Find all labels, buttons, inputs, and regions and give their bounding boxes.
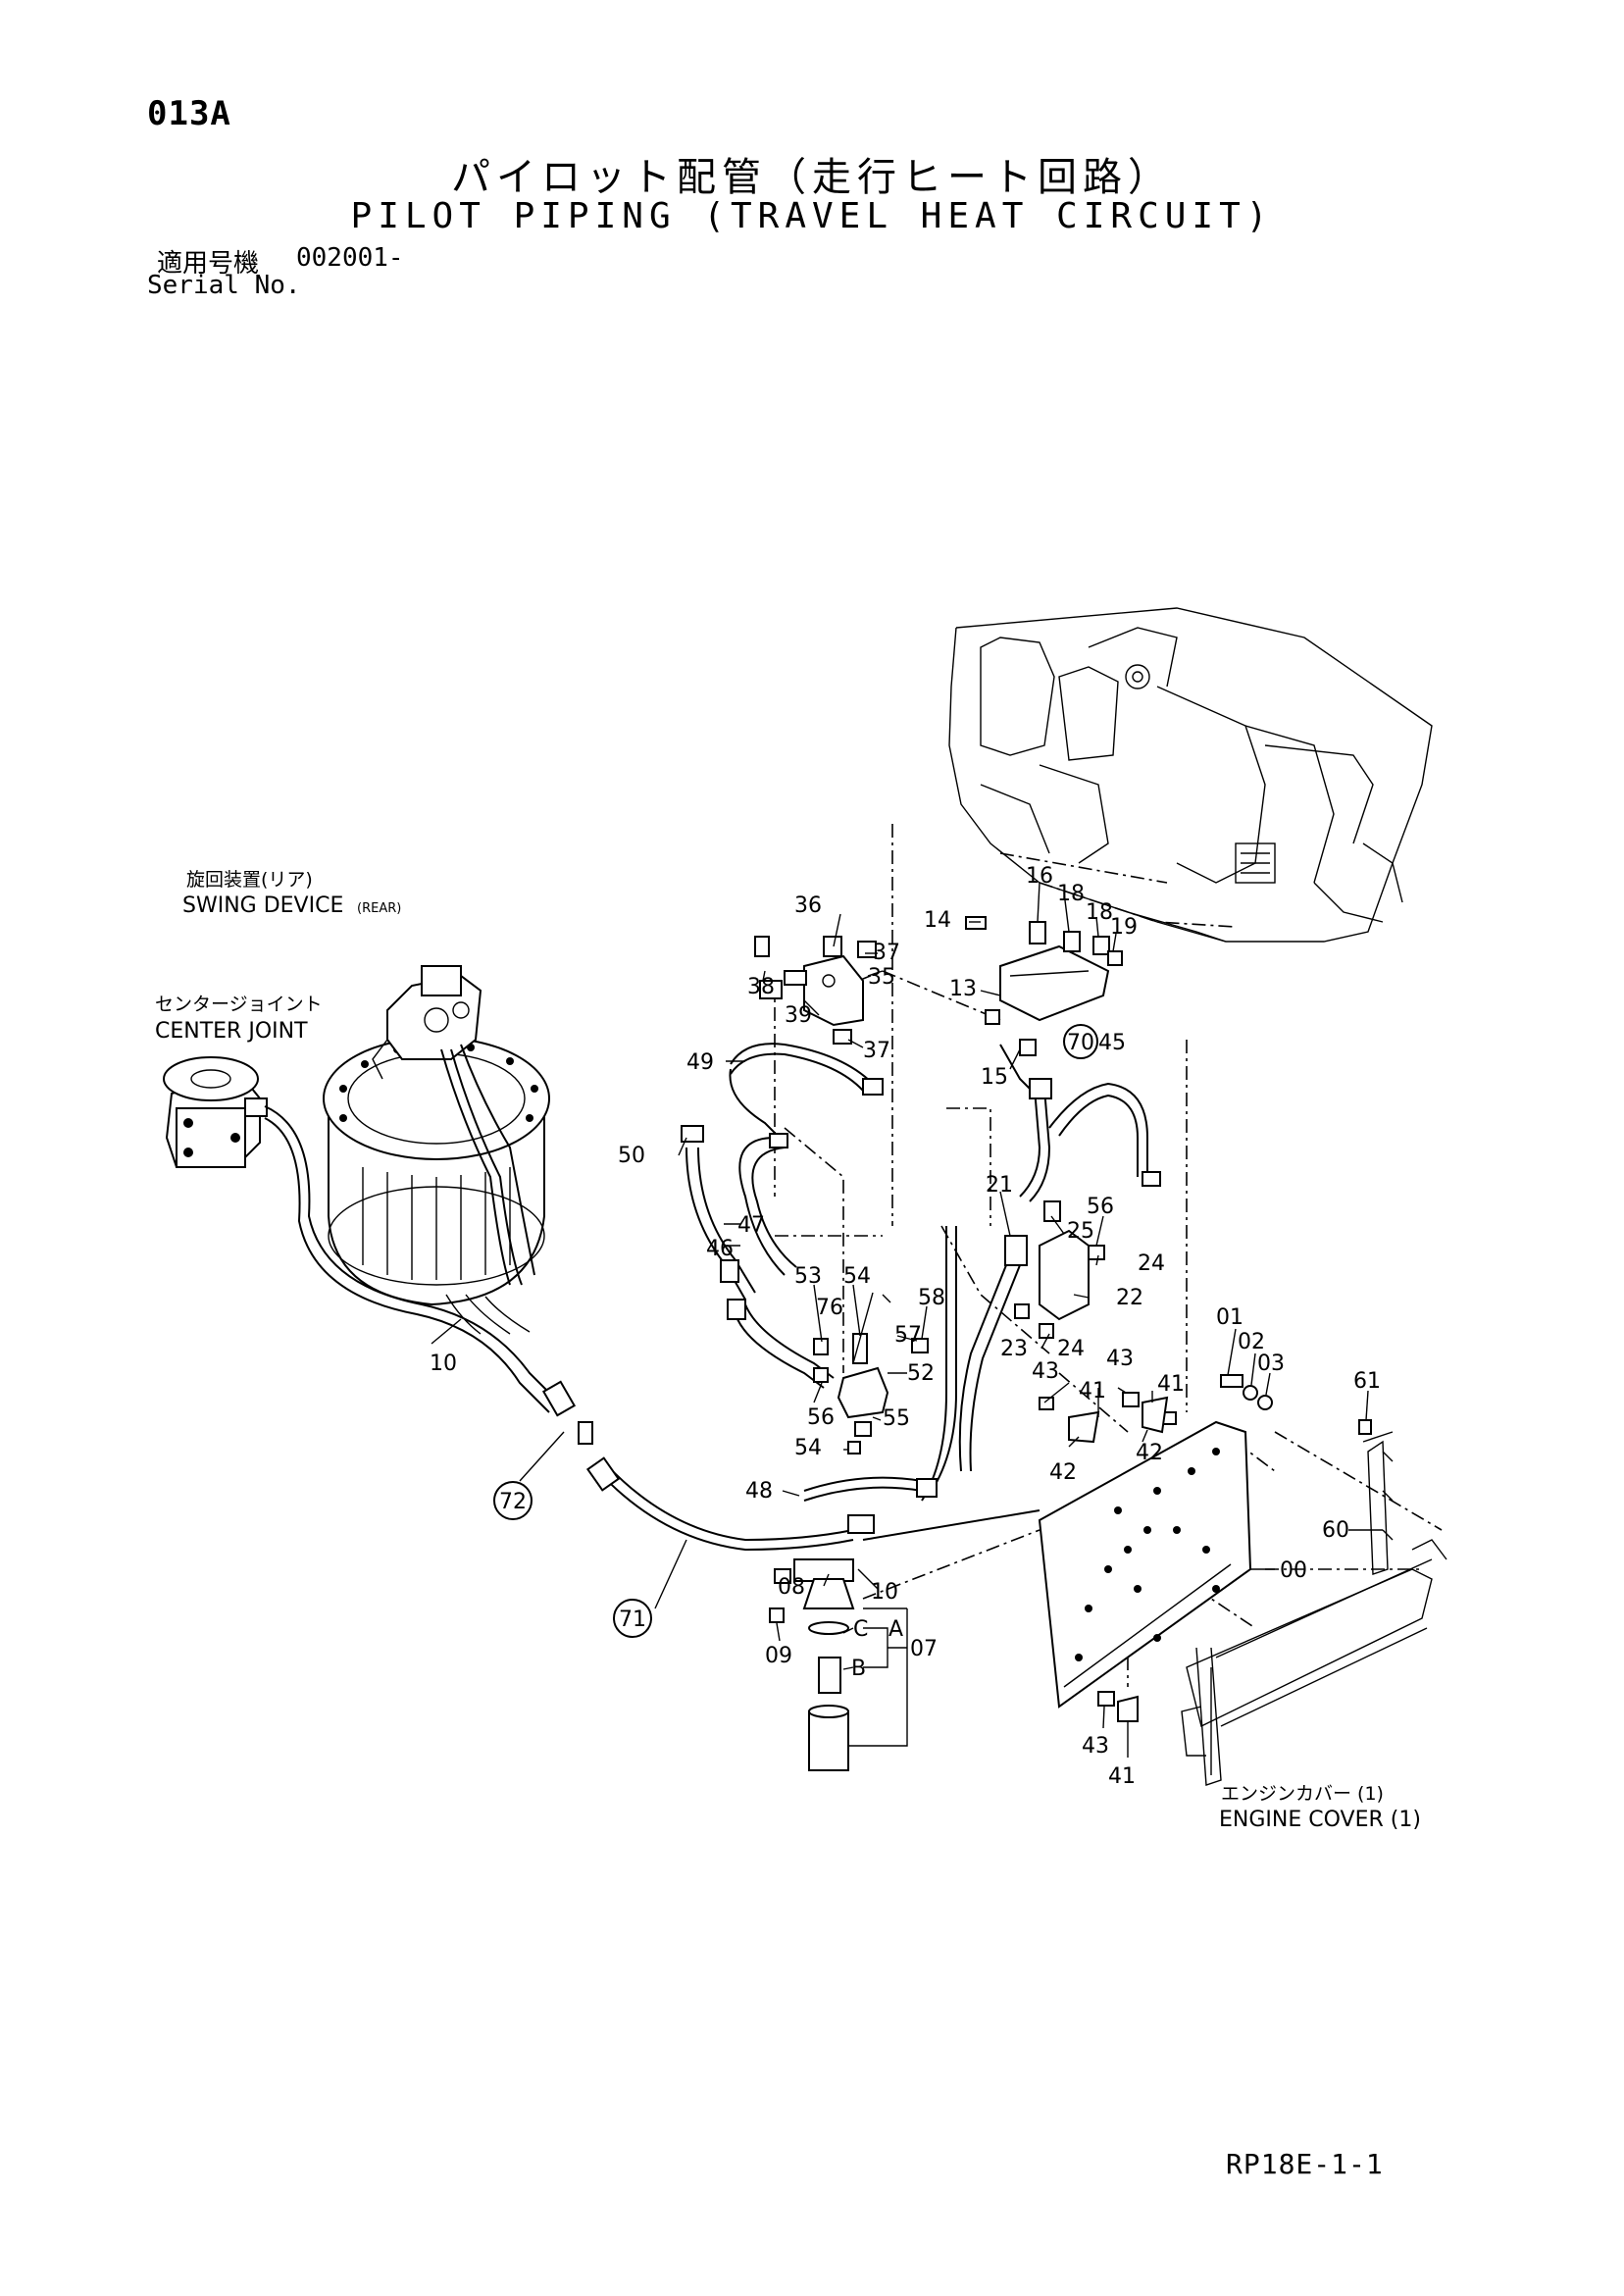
fittings (541, 916, 1273, 1771)
part-label: 23 (1000, 1337, 1028, 1361)
part-label: 37 (863, 1039, 890, 1063)
part-label: 10 (871, 1580, 898, 1605)
engine-cover-caption-japanese: エンジンカバー (1) (1221, 1783, 1384, 1805)
serial-label-japanese: 適用号機 (157, 249, 260, 279)
part-label: 36 (794, 893, 822, 918)
part-label: 18 (1057, 882, 1085, 906)
part-label: 56 (1087, 1195, 1114, 1219)
part-label: 24 (1138, 1251, 1165, 1276)
part-label: 43 (1106, 1347, 1134, 1371)
part-label: 07 (910, 1637, 938, 1661)
part-label: 76 (816, 1296, 843, 1320)
part-label: 35 (868, 965, 895, 990)
part-label: 41 (1108, 1764, 1136, 1789)
page-title-japanese: パイロット配管（走行ヒート回路） (451, 155, 1173, 200)
part-label: C (853, 1617, 868, 1642)
circled-callout-70: 70 (1063, 1024, 1098, 1059)
part-label: 45 (1098, 1031, 1126, 1055)
part-label: 52 (907, 1361, 935, 1386)
part-label: 42 (1049, 1460, 1077, 1485)
part-label: 41 (1079, 1379, 1106, 1403)
plate-00 (1038, 1420, 1252, 1709)
part-label: 01 (1216, 1305, 1243, 1330)
part-label: 57 (894, 1323, 922, 1348)
part-label: 19 (1110, 915, 1138, 940)
serial-number-value: 002001- (296, 243, 404, 273)
part-label: 15 (981, 1065, 1008, 1090)
part-label: 60 (1322, 1518, 1349, 1543)
center-joint (163, 1056, 268, 1169)
part-label: 39 (785, 1003, 812, 1028)
part-label: 08 (778, 1575, 805, 1600)
part-label: 21 (986, 1173, 1013, 1198)
footer-code: RP18E-1-1 (1226, 2148, 1384, 2180)
swing-device-caption-sub: (REAR) (357, 901, 401, 916)
part-label: 37 (873, 941, 900, 965)
part-label: 18 (1086, 900, 1113, 925)
part-label: 58 (918, 1286, 945, 1310)
part-label: 54 (794, 1436, 822, 1460)
page-title: PILOT PIPING (TRAVEL HEAT CIRCUIT) (350, 196, 1274, 236)
part-label: 49 (686, 1050, 714, 1075)
part-label: 42 (1136, 1441, 1163, 1465)
part-label: 14 (924, 908, 951, 933)
part-label: 10 (430, 1352, 457, 1376)
part-label: 46 (706, 1237, 734, 1261)
engine-cover-frame (1181, 1419, 1447, 1786)
callout-70: 70 (1067, 1031, 1094, 1055)
part-label: A (888, 1617, 903, 1642)
part-labels: 36 37 35 38 39 37 16 18 18 19 14 13 70 1… (430, 864, 1381, 1789)
part-label: 56 (807, 1405, 835, 1430)
callout-71: 71 (619, 1607, 646, 1632)
center-joint-caption: CENTER JOINT (155, 1019, 308, 1044)
part-label: 43 (1082, 1734, 1109, 1759)
part-label: 61 (1353, 1369, 1381, 1394)
part-label: 48 (745, 1479, 773, 1504)
part-label: 41 (1157, 1372, 1185, 1397)
part-label: 24 (1057, 1337, 1085, 1361)
page-code: 013A (147, 94, 231, 133)
part-label: 22 (1116, 1286, 1143, 1310)
part-label: 38 (747, 975, 775, 999)
serial-label: Serial No. (147, 271, 301, 300)
part-label: 55 (883, 1406, 910, 1431)
part-label: 02 (1238, 1330, 1265, 1354)
callout-72: 72 (499, 1490, 527, 1514)
part-label: 54 (843, 1264, 871, 1289)
part-label: 50 (618, 1144, 645, 1168)
part-label: 53 (794, 1264, 822, 1289)
part-label: 00 (1280, 1558, 1307, 1583)
engine-outline (948, 607, 1433, 943)
circled-callout-71: 71 (613, 1599, 652, 1638)
swing-device-caption: SWING DEVICE (182, 893, 343, 918)
engine-cover-caption: ENGINE COVER (1) (1219, 1808, 1421, 1832)
part-label: 43 (1032, 1359, 1059, 1384)
center-joint-caption-japanese: センタージョイント (155, 994, 323, 1015)
part-label: 03 (1257, 1352, 1285, 1376)
part-label: 13 (949, 977, 977, 1001)
circled-callout-72: 72 (493, 1481, 533, 1520)
swing-device (323, 965, 550, 1306)
part-label: 25 (1067, 1219, 1094, 1244)
part-label: 09 (765, 1644, 792, 1668)
part-label: 16 (1026, 864, 1053, 889)
swing-device-caption-japanese: 旋回装置(リア) (186, 869, 313, 891)
part-label: B (851, 1657, 866, 1681)
leader-lines (431, 882, 1383, 1758)
part-label: 47 (737, 1213, 765, 1238)
